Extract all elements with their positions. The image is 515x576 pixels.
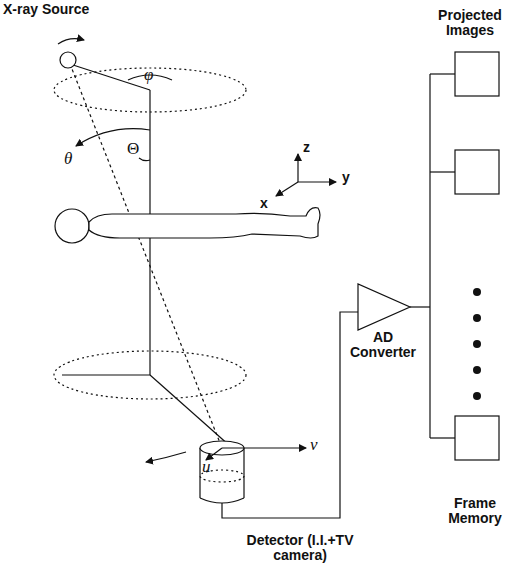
bus-line — [430, 437, 455, 438]
axis-label: v — [310, 436, 318, 455]
rotation-arrow — [146, 452, 186, 462]
bus-line — [430, 73, 455, 74]
title-label: X-ray Source — [3, 2, 89, 17]
axis-label: z — [303, 140, 310, 155]
axis-arrow — [297, 154, 298, 182]
detector-radius — [62, 374, 150, 375]
ellipsis-dots — [473, 288, 481, 400]
detector — [243, 448, 244, 498]
signal-wire — [222, 312, 358, 518]
x-ray-source — [60, 52, 76, 68]
x-ray-beam — [70, 64, 222, 448]
bus-line — [430, 171, 455, 172]
axis-arrow — [276, 182, 298, 196]
patient-body — [89, 208, 320, 238]
axis-arrow — [298, 181, 336, 182]
detector — [199, 448, 200, 498]
patient-head — [55, 209, 89, 243]
signal-wire — [410, 306, 430, 307]
memory-frame — [455, 416, 499, 460]
angle-label: φ — [144, 66, 153, 85]
detector-radius — [150, 375, 230, 446]
part-label: AD Converter — [343, 330, 423, 361]
part-label: Projected Images — [428, 8, 512, 39]
axis-label: u — [202, 458, 211, 477]
amplifier-triangle — [358, 284, 410, 330]
part-label: Frame Memory — [443, 496, 507, 527]
axis-label: x — [260, 196, 268, 211]
angle-label: Θ — [127, 140, 139, 159]
bus-line — [429, 74, 430, 438]
angle-label: θ — [64, 150, 72, 169]
axis-label: y — [342, 170, 350, 185]
part-label: Detector (I.I.+TV camera) — [230, 533, 370, 564]
axis-arrow — [222, 447, 306, 448]
memory-frame — [455, 52, 499, 96]
memory-frame — [455, 150, 499, 194]
rotation-arrow — [58, 39, 84, 44]
detector — [200, 498, 244, 503]
angle-arc — [139, 158, 150, 161]
